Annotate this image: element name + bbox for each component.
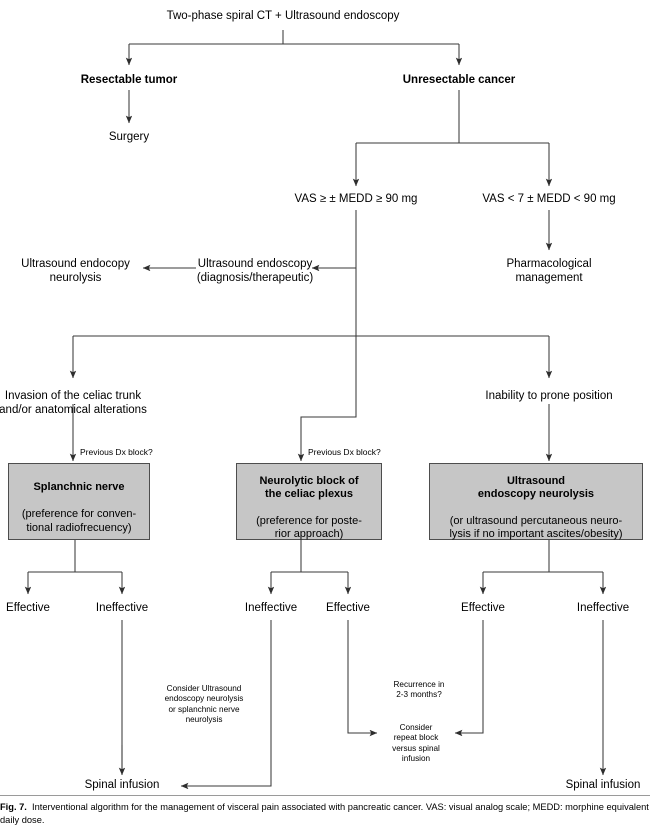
node-vas-high: VAS ≥ ± MEDD ≥ 90 mg (294, 193, 418, 205)
node-spinal-infusion-left: Spinal infusion (84, 779, 160, 791)
box-ultrasound-endoscopy-title: Ultrasound endoscopy neurolysis (477, 474, 595, 501)
box-neurolytic-block-title: Neurolytic block of the celiac plexus (259, 474, 359, 501)
box-ultrasound-endoscopy-detail: (or ultrasound percutaneous neuro- lysis… (449, 514, 623, 541)
box-splanchnic-nerve[interactable]: Splanchnic nerve (preference for conven-… (8, 463, 150, 540)
node-vas-low: VAS < 7 ± MEDD < 90 mg (482, 193, 616, 205)
label-previous-dx-block-left: Previous Dx block? (80, 447, 153, 457)
box-splanchnic-nerve-detail: (preference for conven- tional radiofrec… (21, 508, 137, 534)
node-pharmacological-management: Pharmacological management (506, 258, 592, 284)
node-surgery: Surgery (108, 131, 150, 143)
outcome-right-effective: Effective (461, 602, 505, 614)
node-root: Two-phase spiral CT + Ultrasound endosco… (166, 10, 400, 22)
note-consider-ultrasound-neurolysis: Consider Ultrasound endoscopy neurolysis… (164, 684, 244, 724)
note-consider-repeat-block: Consider repeat block versus spinal infu… (392, 723, 440, 763)
outcome-left-ineffective: Ineffective (95, 602, 149, 614)
node-unresectable-cancer: Unresectable cancer (402, 74, 516, 86)
node-ultrasound-endoscopy-diagnostic: Ultrasound endoscopy (diagnosis/therapeu… (196, 258, 314, 284)
box-neurolytic-block-celiac-plexus[interactable]: Neurolytic block of the celiac plexus (p… (236, 463, 382, 540)
box-splanchnic-nerve-title: Splanchnic nerve (33, 481, 125, 494)
outcome-middle-ineffective: Ineffective (244, 602, 298, 614)
outcome-left-effective: Effective (6, 602, 50, 614)
node-invasion-celiac-trunk: Invasion of the celiac trunk and/or anat… (0, 390, 147, 416)
outcome-middle-effective: Effective (326, 602, 370, 614)
figure-caption-text: Interventional algorithm for the managem… (0, 802, 649, 826)
outcome-right-ineffective: Ineffective (576, 602, 630, 614)
node-ultrasound-endoscopy-neurolysis: Ultrasound endocopy neurolysis (21, 258, 130, 284)
figure-label: Fig. 7. (0, 802, 27, 812)
node-inability-prone-position: Inability to prone position (485, 390, 613, 402)
box-ultrasound-endoscopy-neurolysis[interactable]: Ultrasound endoscopy neurolysis (or ultr… (429, 463, 643, 540)
figure-caption: Fig. 7. Interventional algorithm for the… (0, 801, 650, 827)
node-resectable-tumor: Resectable tumor (80, 74, 178, 86)
note-recurrence-2-3-months: Recurrence in 2-3 months? (393, 680, 445, 700)
caption-divider (0, 795, 650, 796)
label-previous-dx-block-middle: Previous Dx block? (308, 447, 381, 457)
box-neurolytic-block-detail: (preference for poste- rior approach) (256, 514, 362, 541)
node-spinal-infusion-right: Spinal infusion (565, 779, 641, 791)
